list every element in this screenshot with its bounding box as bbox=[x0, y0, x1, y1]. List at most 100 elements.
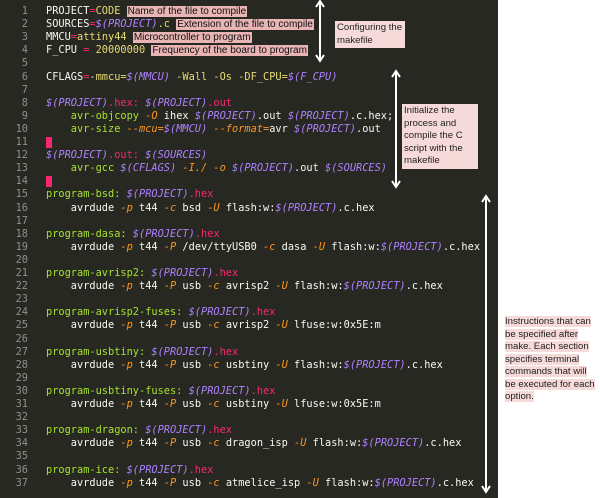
code-token: $(MMCU) bbox=[126, 70, 171, 83]
code-line[interactable]: 37 avrdude -p t44 -P usb -c atmelice_isp… bbox=[0, 477, 474, 490]
code-line[interactable]: 14 bbox=[0, 175, 52, 188]
code-line[interactable]: 29 bbox=[0, 372, 46, 385]
code-token: -U bbox=[275, 319, 288, 332]
code-token: -p bbox=[120, 398, 133, 410]
code-text: $(PROJECT).hex: $(PROJECT).out bbox=[46, 97, 232, 109]
code-token: -p bbox=[120, 240, 133, 253]
code-token: t44 bbox=[132, 240, 164, 253]
code-token: avr bbox=[269, 122, 295, 135]
code-line[interactable]: 5 bbox=[0, 57, 46, 70]
code-token: -c bbox=[207, 358, 220, 371]
code-token: avrdude bbox=[46, 201, 121, 214]
code-text: program-usbtiny: $(PROJECT).hex bbox=[46, 346, 238, 358]
code-token: $(SOURCES) bbox=[145, 149, 208, 162]
code-token: -p bbox=[120, 476, 133, 489]
code-token: -o bbox=[213, 162, 226, 175]
code-line[interactable]: 33 program-dragon: $(PROJECT).hex bbox=[0, 424, 232, 437]
code-token: avrisp2 bbox=[219, 319, 276, 332]
code-line[interactable]: 31 avrdude -p t44 -P usb -c usbtiny -U l… bbox=[0, 398, 381, 411]
code-token: avr-gcc bbox=[46, 162, 121, 175]
code-token: $(PROJECT) bbox=[343, 280, 406, 293]
code-line[interactable]: 13 avr-gcc $(CFLAGS) -I./ -o $(PROJECT).… bbox=[0, 162, 387, 175]
code-token: program-avrisp2: bbox=[46, 267, 152, 279]
code-token: -mmcu= bbox=[89, 70, 127, 83]
code-line[interactable]: 17 bbox=[0, 215, 46, 228]
line-number: 6 bbox=[21, 70, 28, 83]
code-token: flash:w: bbox=[325, 240, 381, 253]
code-line[interactable]: 9 avr-objcopy -O ihex $(PROJECT).out $(P… bbox=[0, 110, 393, 123]
line-number: 37 bbox=[15, 476, 28, 489]
code-token: usb bbox=[176, 398, 208, 410]
code-token bbox=[120, 5, 126, 17]
code-token: = bbox=[70, 31, 78, 44]
code-line[interactable]: 35 bbox=[0, 450, 46, 463]
code-line[interactable]: 10 avr-size --mcu=$(MMCU) --format=avr $… bbox=[0, 123, 381, 136]
line-number: 19 bbox=[15, 240, 28, 253]
code-line[interactable]: 25 avrdude -p t44 -P usb -c avrisp2 -U l… bbox=[0, 319, 381, 332]
code-line[interactable]: 12$(PROJECT).out: $(SOURCES) bbox=[0, 149, 208, 162]
line-number: 31 bbox=[15, 398, 28, 410]
line-number: 17 bbox=[15, 214, 28, 227]
code-token: $(PROJECT) bbox=[46, 96, 108, 109]
code-line[interactable]: 23 bbox=[0, 293, 46, 306]
code-token: -c bbox=[207, 476, 220, 489]
code-token: -p bbox=[120, 358, 133, 371]
code-token: SOURCES bbox=[46, 18, 90, 31]
line-number: 33 bbox=[15, 424, 28, 437]
code-token: program-bsd: bbox=[46, 188, 127, 201]
code-token: $(PROJECT) bbox=[145, 424, 208, 437]
code-text bbox=[46, 136, 52, 148]
code-text: avrdude -p t44 -c bsd -U flash:w:$(PROJE… bbox=[46, 202, 375, 214]
code-token: -c bbox=[207, 398, 220, 410]
code-token: t44 bbox=[132, 319, 164, 332]
code-line[interactable]: 34 avrdude -p t44 -P usb -c dragon_isp -… bbox=[0, 437, 462, 450]
line-number: 9 bbox=[21, 109, 28, 122]
code-token: -P bbox=[163, 280, 177, 293]
code-line[interactable]: 7 bbox=[0, 84, 46, 97]
code-line[interactable]: 26 bbox=[0, 333, 46, 346]
code-line[interactable]: 11 bbox=[0, 136, 52, 149]
code-token: $(PROJECT) bbox=[126, 463, 189, 476]
code-token: t44 bbox=[132, 476, 164, 489]
annotation-configuring-makefile: Configuring the makefile bbox=[335, 21, 405, 48]
code-line[interactable]: 16 avrdude -p t44 -c bsd -U flash:w:$(PR… bbox=[0, 202, 375, 215]
code-token: t44 bbox=[132, 398, 164, 410]
line-number: 11 bbox=[15, 136, 28, 148]
code-line[interactable]: 30 program-usbtiny-fuses: $(PROJECT).hex bbox=[0, 384, 276, 398]
code-line[interactable]: 19 avrdude -p t44 -P /dev/ttyUSB0 -c das… bbox=[0, 241, 480, 254]
code-text: program-dragon: $(PROJECT).hex bbox=[46, 424, 232, 436]
code-token: --format= bbox=[207, 122, 270, 135]
line-number: 30 bbox=[15, 384, 28, 397]
code-token: usb bbox=[176, 280, 208, 293]
line-number: 8 bbox=[21, 96, 28, 109]
code-token: usb bbox=[176, 437, 208, 450]
code-line[interactable]: 20 bbox=[0, 254, 46, 267]
code-line[interactable]: 28 avrdude -p t44 -P usb -c usbtiny -U f… bbox=[0, 359, 443, 372]
code-text: avrdude -p t44 -P usb -c avrisp2 -U flas… bbox=[46, 280, 443, 292]
code-token: -c bbox=[207, 437, 220, 450]
code-token: avrdude bbox=[46, 437, 121, 450]
code-token: usb bbox=[176, 319, 208, 332]
code-token: t44 bbox=[132, 201, 164, 214]
code-token: = bbox=[89, 5, 96, 17]
code-line[interactable]: 32 bbox=[0, 411, 46, 424]
code-token: lfuse:w:0x5E:m bbox=[287, 398, 381, 410]
line-number: 4 bbox=[21, 44, 28, 57]
code-text: program-usbtiny-fuses: $(PROJECT).hex bbox=[46, 385, 275, 397]
line-number: 15 bbox=[15, 188, 28, 201]
code-line[interactable]: 22 avrdude -p t44 -P usb -c avrisp2 -U f… bbox=[0, 280, 443, 293]
code-line[interactable]: 8 $(PROJECT).hex: $(PROJECT).out bbox=[0, 97, 232, 110]
line-number: 2 bbox=[21, 18, 28, 31]
